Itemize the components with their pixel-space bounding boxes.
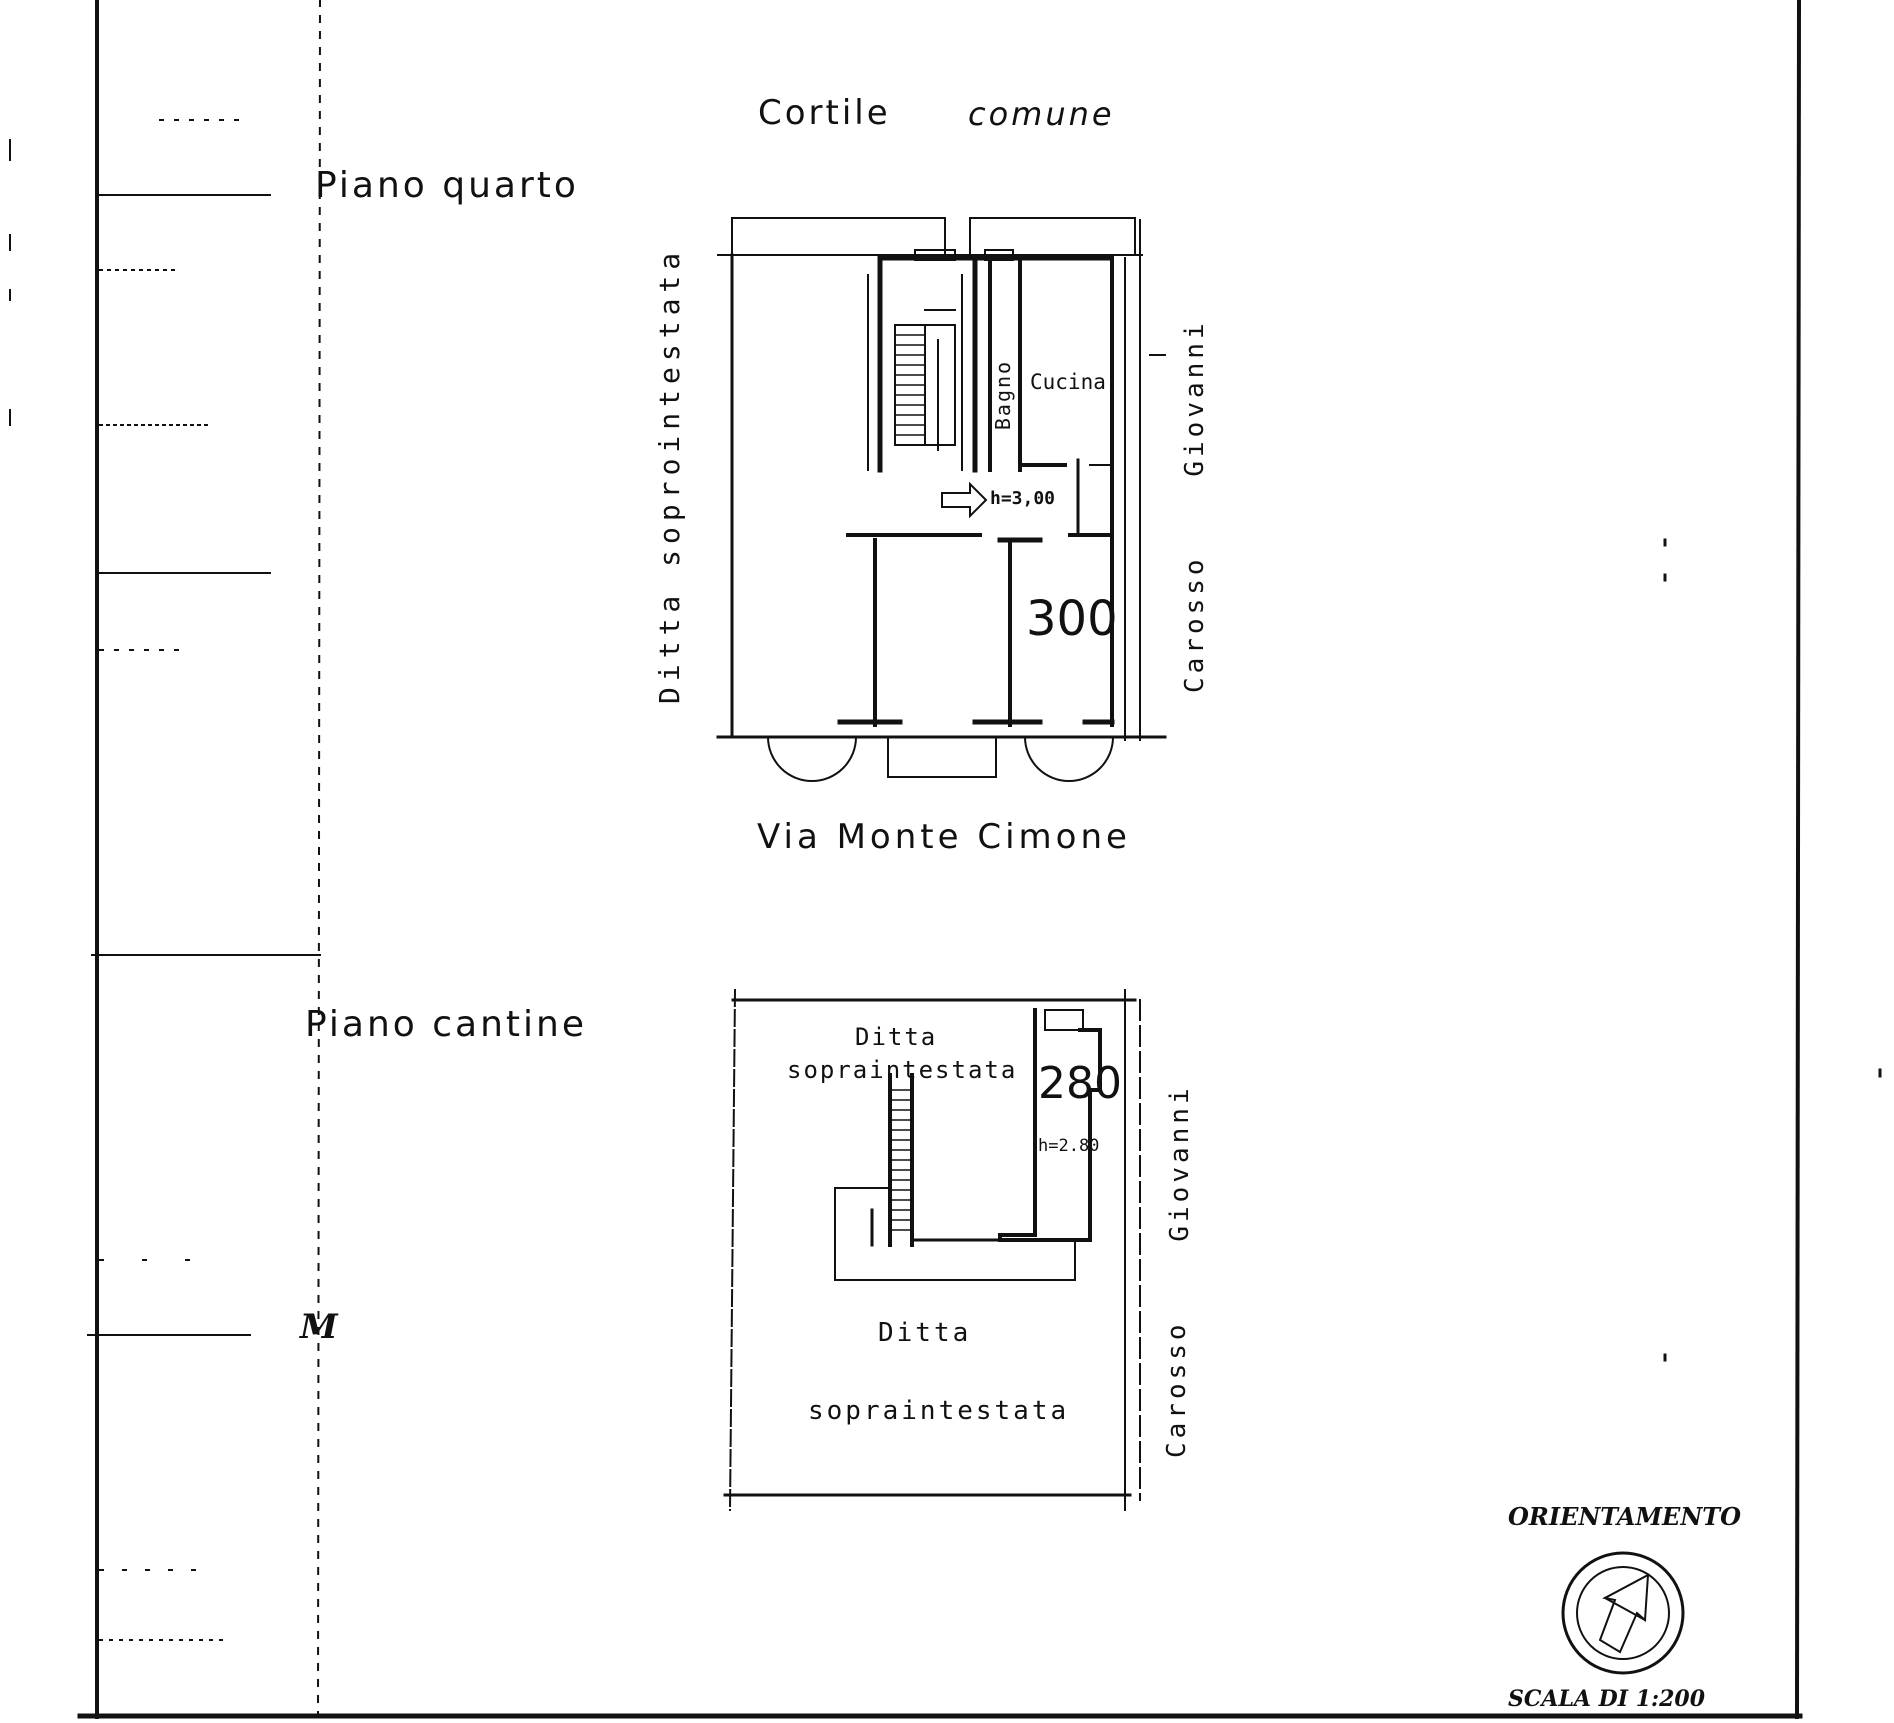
bagno-label: Bagno: [991, 359, 1015, 431]
carosso-upper-label: Carosso: [1180, 555, 1210, 693]
orientamento-label: ORIENTAMENTO: [1508, 1502, 1742, 1531]
comune-label: comune: [968, 95, 1115, 133]
piano-cantine-label: Piano cantine: [305, 1004, 588, 1045]
area-upper-number: 300: [1026, 591, 1118, 647]
cellar-sopraintestata-top-label: sopraintestata: [787, 1056, 1018, 1084]
via-monte-cimone-label: Via Monte Cimone: [757, 817, 1131, 857]
signature-mark: M: [300, 1307, 338, 1347]
cellar-ditta-bottom-label: Ditta: [878, 1318, 972, 1348]
cortile-label: Cortile: [758, 93, 891, 133]
scan-specks: [1663, 538, 1882, 1362]
height-cellar-label: h=2.80: [1038, 1136, 1100, 1156]
page-frame: [77, 0, 1803, 1721]
upper-floor-plan: [716, 217, 1167, 782]
ditta-upper-label: Ditta soprointestata: [653, 246, 686, 704]
left-margin-rules: [9, 119, 321, 1641]
giovanni-upper-label: Giovanni: [1180, 319, 1210, 477]
cellar-sopraintestata-bottom-label: sopraintestata: [808, 1396, 1070, 1426]
piano-quarto-label: Piano quarto: [315, 165, 579, 206]
cellar-ditta-top-label: Ditta: [855, 1023, 938, 1051]
entry-arrow-icon: [941, 481, 988, 519]
area-cellar-number: 280: [1038, 1058, 1122, 1109]
height-upper-label: h=3,00: [990, 488, 1056, 509]
carosso-lower-label: Carosso: [1162, 1320, 1192, 1458]
north-arrow-icon: [1561, 1551, 1685, 1675]
cellar-plan: [723, 988, 1141, 1512]
giovanni-lower-label: Giovanni: [1165, 1084, 1195, 1242]
scale-label: SCALA DI 1:200: [1508, 1686, 1706, 1712]
cucina-label: Cucina: [1030, 370, 1106, 394]
